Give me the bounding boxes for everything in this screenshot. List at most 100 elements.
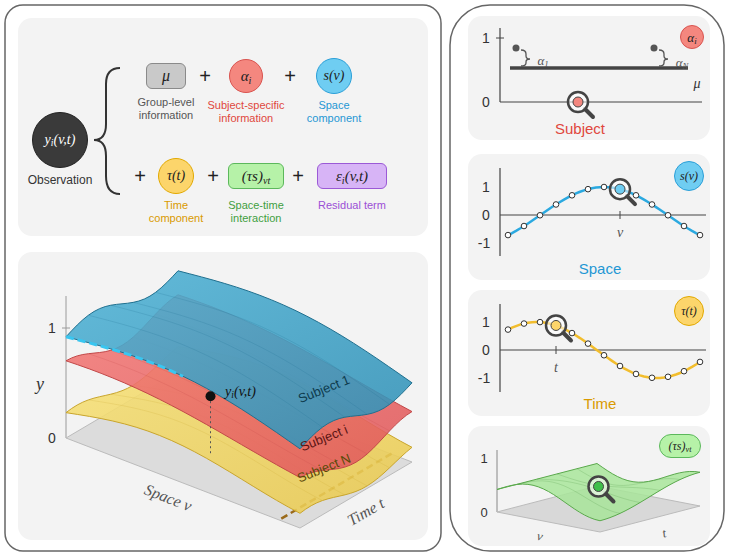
- label: +: [284, 66, 296, 86]
- text-part: (v,t): [345, 168, 368, 184]
- subject-dot: [651, 45, 658, 52]
- text-part: (v,t): [234, 384, 256, 399]
- y-axis: [66, 296, 67, 438]
- interaction-box: (τs)vtSpace-time interaction: [228, 163, 284, 189]
- surface: [497, 464, 700, 521]
- sample-dot: [617, 363, 623, 369]
- label: +: [292, 166, 304, 186]
- sample-dot: [681, 368, 687, 374]
- label: 0: [482, 208, 490, 222]
- interaction-surface: [497, 464, 700, 521]
- text-part: (v,t): [53, 132, 75, 147]
- subscript: i: [231, 391, 234, 401]
- badge: s(v): [674, 161, 704, 191]
- sample-dot: [681, 223, 687, 229]
- subject-surface: [66, 271, 412, 449]
- label: 0: [482, 95, 490, 109]
- sample-dot: [505, 232, 511, 238]
- magnifier: [568, 92, 593, 117]
- caption: Residual term: [317, 199, 387, 212]
- label: +: [199, 66, 211, 86]
- axis: [499, 304, 500, 392]
- label: 1: [48, 321, 56, 335]
- sample-dot: [601, 184, 607, 190]
- label: 1: [482, 31, 490, 45]
- sample-dot: [585, 186, 591, 192]
- space-panel: [468, 154, 710, 280]
- subscript: i: [694, 36, 696, 46]
- label: t: [554, 361, 558, 375]
- axis: [499, 168, 500, 256]
- label: 0: [482, 343, 490, 357]
- subject-circle: αiSubject-specific information: [229, 59, 263, 93]
- magnifier-lens: [610, 179, 630, 199]
- math-symbol: τ(t): [167, 169, 185, 183]
- right-panel: [450, 5, 724, 551]
- label: 0: [480, 506, 487, 519]
- caption: Observation: [14, 173, 106, 187]
- mesh-line: [156, 292, 390, 404]
- label: α1: [537, 54, 548, 67]
- label: 1: [480, 452, 487, 465]
- subscript: i: [342, 174, 345, 185]
- sample-dot: [697, 232, 703, 238]
- axis: [500, 214, 706, 215]
- sample-dot: [633, 192, 639, 198]
- sample-dot: [697, 359, 703, 365]
- math-symbol: μ: [162, 68, 170, 84]
- magnifier: [589, 477, 614, 502]
- magnifier-handle: [627, 196, 635, 204]
- label: y: [36, 375, 44, 393]
- text-part: y: [225, 384, 231, 399]
- tick: [620, 211, 621, 219]
- math-symbol: yi(v,t): [45, 133, 76, 147]
- axis: [500, 101, 702, 102]
- subscript: vt: [686, 445, 692, 454]
- text-part: α: [687, 30, 694, 45]
- left-panel: [5, 5, 441, 551]
- residual-box: εi(v,t)Residual term: [317, 163, 387, 189]
- label: 1: [482, 315, 490, 329]
- sample-dot: [665, 374, 671, 380]
- axis: [500, 349, 706, 350]
- text-part: ε: [336, 168, 342, 184]
- subscript: i: [51, 138, 54, 148]
- text-part: y: [45, 132, 51, 147]
- math-symbol: (τs)vt: [242, 169, 271, 184]
- caption: Time component: [141, 199, 211, 225]
- caption: Space component: [299, 99, 369, 125]
- math-symbol: s(v): [324, 69, 345, 83]
- brace: [94, 68, 120, 194]
- label: -1: [478, 236, 490, 250]
- badge: αi: [680, 25, 704, 49]
- badge: (τs)vt: [659, 434, 701, 458]
- subscript: 1: [544, 59, 548, 69]
- sample-dot: [537, 319, 543, 325]
- mesh-line: [133, 302, 367, 414]
- magnifier-lens: [568, 92, 588, 112]
- sample-dot: [537, 212, 543, 218]
- magnifier-lens: [546, 315, 566, 335]
- text-part: α: [537, 53, 544, 68]
- highlight-dot: [594, 482, 604, 492]
- caption: Group-level information: [127, 96, 205, 122]
- highlight-dot: [615, 184, 625, 194]
- bracket: [521, 50, 530, 66]
- surface-plot: [66, 271, 412, 528]
- observation-circle: yi(v,t)Observation: [32, 112, 88, 168]
- math-symbol: εi(v,t): [336, 169, 368, 184]
- label: Subject: [555, 121, 605, 136]
- component-curve: [508, 322, 700, 378]
- magnifier-lens: [589, 477, 609, 497]
- label: v: [617, 226, 623, 240]
- tick: [62, 328, 70, 329]
- highlight-dot: [551, 320, 561, 330]
- sample-dot: [601, 352, 607, 358]
- label: Space: [579, 261, 622, 276]
- label: yi(v,t): [225, 385, 256, 399]
- math-symbol: s(v): [680, 170, 698, 182]
- subscript: i: [249, 74, 252, 85]
- math-symbol: (τs)vt: [669, 440, 692, 452]
- text-part: α: [676, 55, 683, 70]
